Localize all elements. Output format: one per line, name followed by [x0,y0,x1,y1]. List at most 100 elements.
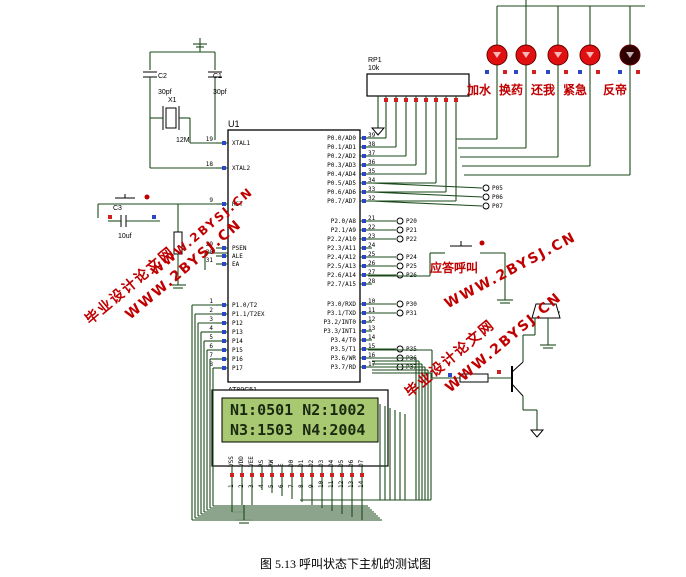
mcu-pin-num: 18 [206,161,214,168]
mcu-pin-num: 4 [209,325,213,332]
crystal-x1 [165,107,177,129]
mcu-pin-name: P13 [232,329,243,336]
mcu-pin-name: P3.6/WR [331,355,357,362]
mcu-pin-num: 27 [368,269,376,276]
x1-ref: X1 [168,97,177,104]
mcu-pin-name: P2.2/A10 [327,236,356,243]
resistor-pack: RP1 10k [366,57,470,136]
mcu-pin-name: P3.7/RD [331,364,357,371]
mcu-pin-num: 7 [209,352,213,359]
mcu-pin-name: P3.3/INT1 [323,328,356,335]
mcu-pin-num: 25 [368,251,376,258]
mcu-pin-num: 30 [206,249,214,256]
mcu-pin-name: P14 [232,338,243,345]
mcu-pin-num: 1 [209,298,213,305]
mcu-pin-num: 23 [368,233,376,240]
c1-ref: C1 [213,73,222,80]
mcu-pin-num: 3 [209,316,213,323]
mcu-pin-name: P1.0/T2 [232,302,258,309]
led-5: 反帝 [603,6,641,175]
mcu-pin-num: 24 [368,242,376,249]
crystal-circuit: C2 30pf C1 30pf X1 12M [143,38,228,169]
mcu-pin-name: P15 [232,347,243,354]
lcd-pin-name: D1 [298,459,305,467]
call-button-label: 应答呼叫 [430,260,478,275]
lcd-pin-name: D6 [348,459,355,467]
lcd-pin-name: RS [258,459,265,467]
mcu-pin-name: P0.5/AD5 [327,180,356,187]
lcd-pin-name: VSS [228,456,235,467]
led-1-label: 加水 [466,82,492,97]
mcu-pin-name: P16 [232,356,243,363]
lcd-line-2: N3:1503 N4:2004 [230,421,365,439]
mcu-right-pins: 39P0.0/AD038P0.1/AD137P0.2/AD236P0.3/AD3… [323,132,375,371]
mcu-pin-num: 10 [368,298,376,305]
mcu-pin-name: P2.5/A13 [327,263,356,270]
mcu-ref: U1 [228,119,240,129]
p2-tap-label: P20 [406,218,417,225]
mcu-pin-name: P3.5/T1 [331,346,357,353]
led-1: 加水 [466,6,508,139]
mcu-pin-num: 29 [206,241,214,248]
lcd-module: N1:0501 N2:1002 N3:1503 N4:2004 VSS1VDD2… [211,389,389,488]
mcu-pin-name: P1.1/T2EX [232,311,265,318]
mcu-pin-name: P2.6/A14 [327,272,356,279]
mcu-pin-name: P2.4/A12 [327,254,356,261]
led-4-label: 紧急 [563,82,587,97]
p0-tap-label: P07 [492,203,503,210]
c3-ref: C3 [113,205,122,212]
mcu-pin-name: P2.1/A9 [331,227,357,234]
c1-value: 30pf [213,89,227,96]
mcu-pin-num: 16 [368,352,376,359]
p2-tap-label: P24 [406,254,417,261]
lcd-pin-name: RW [268,459,275,467]
mcu-pin-name: P3.1/TXD [327,310,356,317]
p2-tap-label: P25 [406,263,417,270]
mcu-pin-num: 14 [368,334,376,341]
mcu-pin-name: P3.2/INT0 [323,319,356,326]
port0-bus [372,96,630,202]
mcu-pin-num: 21 [368,215,376,222]
mcu-pin-num: 37 [368,150,376,157]
mcu-pin-name: P3.4/T0 [331,337,357,344]
c2-value: 30pf [158,89,172,96]
mcu-pin-num: 19 [206,136,214,143]
transistor-driver [368,335,545,438]
lcd-pin-name: D3 [318,459,325,467]
lcd-pin-name: VEE [248,456,255,467]
led-2-label: 换药 [499,82,523,97]
mcu-pin-num: 35 [368,168,376,175]
mcu-pin-name: P3.0/RXD [327,301,356,308]
mcu-pin-num: 38 [368,141,376,148]
mcu-pin-name: P0.1/AD1 [327,144,356,151]
led-3: 还我 [530,6,569,157]
mcu-pin-num: 5 [209,334,213,341]
led-3-label: 还我 [530,82,555,97]
led-row: 加水换药还我紧急 反帝 [466,6,641,175]
c3-value: 10uf [118,233,132,240]
p3-tap-label: P31 [406,310,417,317]
mcu-pin-num: 26 [368,260,376,267]
mcu-pin-name: RST [232,201,243,208]
mcu-pin-num: 34 [368,177,376,184]
lcd-bus [191,304,432,524]
lcd-pin-name: D4 [328,459,335,467]
mcu-pin-name: P2.0/A8 [331,218,357,225]
lcd-pin-name: D7 [358,459,365,467]
mcu-pin-num: 22 [368,224,376,231]
p3-tap-label: P30 [406,301,417,308]
lcd-line-1: N1:0501 N2:1002 [230,401,365,419]
mcu-pin-num: 6 [209,343,213,350]
mcu-pin-num: 8 [209,361,213,368]
mcu-pin-num: 31 [206,257,214,264]
p0-tap-label: P06 [492,194,503,201]
call-button[interactable]: 应答呼叫 [368,240,513,304]
buzzer [523,303,561,349]
mcu-pin-name: P2.3/A11 [327,245,356,252]
mcu-body [227,129,361,383]
mcu-pin-name: EA [232,261,240,268]
mcu-pin-num: 9 [209,197,213,204]
mcu-pin-num: 17 [368,361,376,368]
